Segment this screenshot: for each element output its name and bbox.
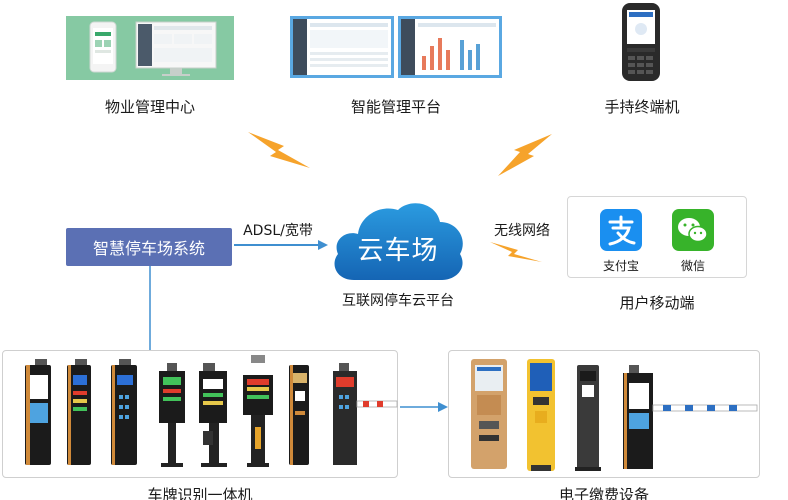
lpr-devices-image — [25, 355, 398, 467]
payment-caption: 电子缴费设备 — [558, 486, 649, 500]
wireless-label: 无线网络 — [494, 223, 550, 239]
system-connector-line — [149, 266, 151, 352]
cloud-caption: 互联网停车云平台 — [342, 293, 454, 309]
handheld-terminal-label: 手持终端机 — [604, 98, 680, 116]
lightning-bolt-icon — [498, 134, 552, 176]
wechat-label: 微信 — [680, 259, 705, 273]
adsl-arrow-icon — [234, 240, 328, 250]
property-center-image — [66, 16, 234, 80]
payment-devices-box — [448, 350, 760, 478]
wechat-icon — [672, 209, 714, 251]
smart-parking-system-box: 智慧停车场系统 — [66, 228, 232, 266]
handheld-terminal-image — [616, 2, 666, 82]
alipay-label: 支付宝 — [602, 259, 639, 273]
alipay-icon — [600, 209, 642, 251]
devices-arrow-icon — [400, 402, 448, 412]
mobile-payment-box: 支付宝 微信 — [567, 196, 747, 278]
property-center-label: 物业管理中心 — [104, 98, 195, 116]
cloud-label: 云车场 — [357, 236, 439, 266]
adsl-label: ADSL/宽带 — [243, 223, 313, 239]
lpr-caption: 车牌识别一体机 — [147, 486, 253, 500]
cloud-platform: 云车场 — [328, 196, 468, 284]
mobile-caption: 用户移动端 — [619, 294, 695, 312]
lightning-bolt-icon — [248, 132, 310, 168]
lightning-bolt-icon — [490, 242, 542, 262]
smart-platform-image — [290, 16, 502, 80]
cloud-icon — [334, 203, 463, 280]
lpr-devices-box — [2, 350, 398, 478]
smart-platform-label: 智能管理平台 — [350, 98, 441, 116]
smart-parking-system-label: 智慧停车场系统 — [92, 239, 205, 258]
payment-devices-image — [471, 359, 758, 471]
